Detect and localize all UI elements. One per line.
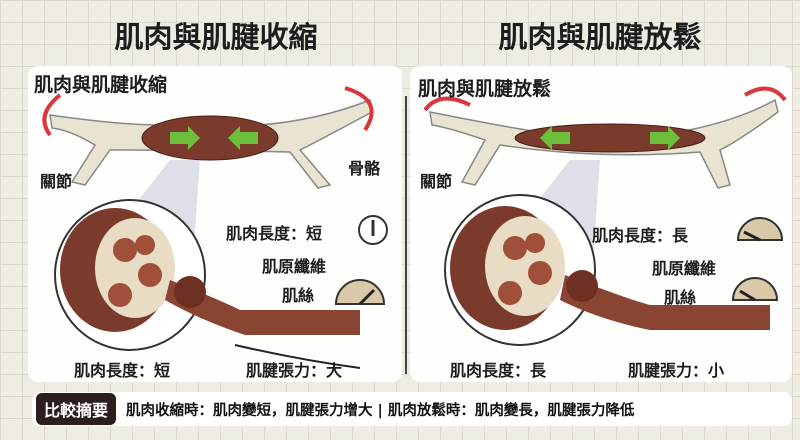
relaxation-illustration <box>423 86 787 346</box>
title-relaxation: 肌肉與肌腱放鬆 <box>498 20 702 54</box>
summary-text: 肌肉收縮時：肌肉變短，肌腱張力增大 | 肌肉放鬆時：肌肉變長，肌腱張力降低 <box>126 402 635 419</box>
label-tendon-tension: 肌腱張力：小 <box>628 361 725 380</box>
label-tendon-tension: 肌腱張力：大 <box>246 361 343 380</box>
label-muscle-length-bottom: 肌肉長度：長 <box>450 361 547 380</box>
label-muscle-length-top: 肌肉長度：長 <box>592 226 689 245</box>
label-muscle-length-top: 肌肉長度：短 <box>226 224 323 243</box>
label-myofilament: 肌絲 <box>664 288 697 307</box>
label-joint: 關節 <box>40 172 73 191</box>
gauge-tension <box>731 277 779 302</box>
green-arrow-left <box>540 126 570 150</box>
label-myofibril: 肌原纖維 <box>652 259 717 278</box>
title-contraction: 肌肉與肌腱收縮 <box>114 20 318 54</box>
subtitle-contraction: 肌肉與肌腱收縮 <box>34 74 168 96</box>
red-rotation-arrow-right <box>344 86 374 132</box>
subtitle-relaxation: 肌肉與肌腱放鬆 <box>418 78 552 100</box>
contraction-illustration <box>42 86 388 369</box>
gauge-length <box>358 215 388 245</box>
red-rotation-arrow-left <box>423 96 471 112</box>
label-bone: 骨骼 <box>348 159 381 178</box>
gauge-length <box>736 217 784 242</box>
label-muscle-length-bottom: 肌肉長度：短 <box>74 361 171 380</box>
summary-bar: 比較摘要 肌肉收縮時：肌肉變短，肌腱張力增大 | 肌肉放鬆時：肌肉變長，肌腱張力… <box>32 392 792 426</box>
length-arrow <box>234 344 361 369</box>
label-myofibril: 肌原纖維 <box>262 257 327 276</box>
red-rotation-arrow-left <box>42 93 62 137</box>
label-joint: 關節 <box>420 172 453 191</box>
green-arrow-right <box>170 126 200 150</box>
divider <box>405 96 407 374</box>
green-arrow-left <box>228 126 258 150</box>
summary-badge: 比較摘要 <box>36 393 117 425</box>
gauge-tension <box>334 279 386 306</box>
myofibril-strand <box>165 280 360 335</box>
label-myofilament: 肌絲 <box>282 286 315 305</box>
muscle-belly <box>141 115 279 161</box>
green-arrow-right <box>650 126 680 150</box>
red-rotation-arrow-right <box>743 86 787 102</box>
muscle-belly <box>514 123 706 153</box>
